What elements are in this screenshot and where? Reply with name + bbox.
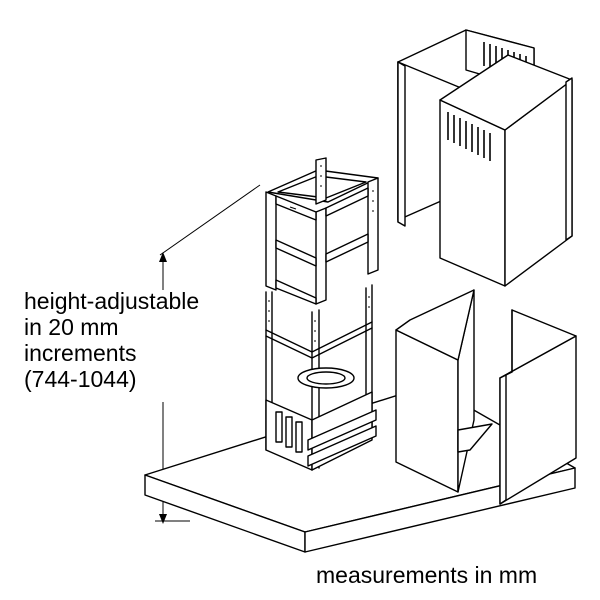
- upper-frame: [265, 157, 379, 305]
- height-label-line-4: (744-1044): [24, 366, 137, 392]
- units-note: measurements in mm: [316, 562, 538, 588]
- height-label-line-3: increments: [24, 340, 137, 366]
- height-adjustment-label: height-adjustable in 20 mm increments (7…: [24, 288, 199, 392]
- height-label-line-2: in 20 mm: [24, 314, 119, 340]
- lower-frame: [265, 284, 377, 471]
- height-label-line-1: height-adjustable: [24, 288, 200, 314]
- lower-duct-cover-left: [395, 289, 493, 493]
- lower-duct-cover-right: [499, 309, 577, 505]
- upper-duct-cover-front: [439, 54, 573, 287]
